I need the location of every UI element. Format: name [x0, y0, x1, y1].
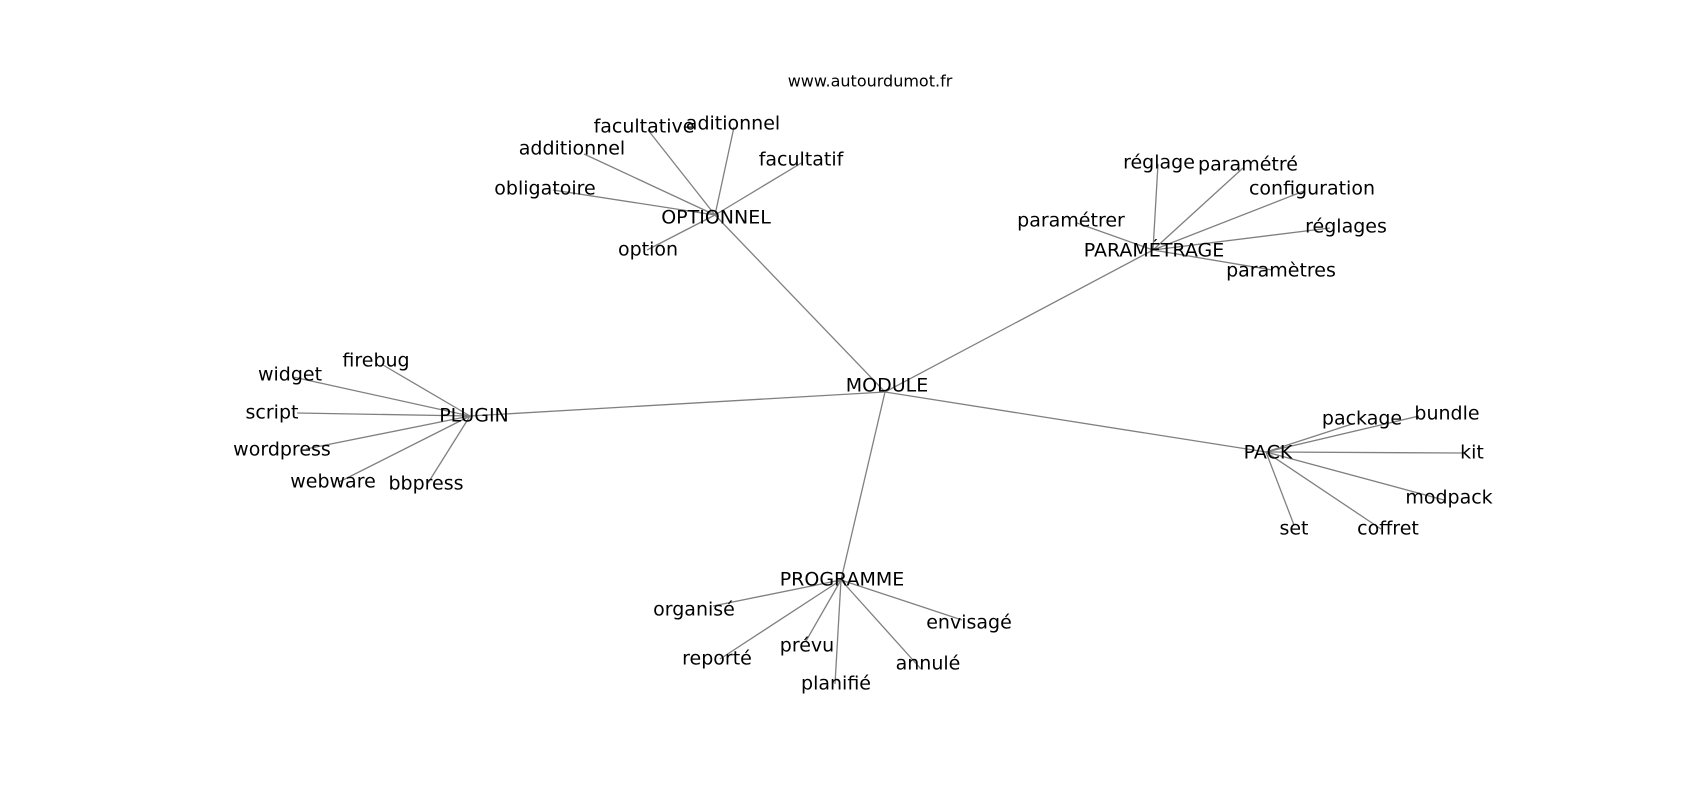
hub-node-label-programme: PROGRAMME: [780, 569, 905, 591]
edge-root-plugin: [469, 391, 886, 417]
leaf-node-label-programme-5: planifié: [801, 673, 871, 695]
leaf-node-label-programme-4: annulé: [896, 653, 961, 675]
edge-plugin-leaf-2: [296, 412, 471, 417]
edge-plugin-leaf-4: [338, 415, 471, 483]
edge-programme-leaf-2: [805, 579, 842, 642]
leaf-node-label-programme-1: envisagé: [926, 612, 1012, 634]
edge-pack-leaf-3: [1265, 451, 1445, 501]
edge-optionnel-leaf-0: [647, 129, 716, 216]
edge-root-pack: [884, 391, 1267, 453]
leaf-node-label-parametrage-1: paramétré: [1198, 154, 1298, 176]
leaf-node-label-pack-1: bundle: [1414, 403, 1479, 425]
leaf-node-label-optionnel-1: aditionnel: [686, 113, 780, 135]
edge-root-parametrage: [884, 249, 1154, 393]
leaf-node-label-plugin-3: wordpress: [233, 439, 331, 461]
edge-plugin-leaf-5: [427, 415, 471, 484]
leaf-node-label-pack-5: coffret: [1357, 518, 1419, 540]
edge-parametrage-leaf-1: [1152, 167, 1244, 251]
hub-node-label-pack: PACK: [1244, 442, 1293, 464]
root-node-label: MODULE: [846, 375, 928, 397]
leaf-node-label-parametrage-4: réglages: [1305, 216, 1387, 238]
edge-root-programme: [840, 391, 886, 581]
edges: [292, 126, 1464, 685]
hub-node-label-optionnel: OPTIONNEL: [661, 207, 771, 229]
edge-optionnel-leaf-5: [646, 214, 716, 251]
leaf-node-label-plugin-2: script: [246, 402, 299, 424]
leaf-node-label-pack-0: package: [1322, 408, 1402, 430]
edge-programme-leaf-3: [719, 579, 842, 660]
edge-parametrage-leaf-0: [1152, 163, 1159, 251]
edge-programme-leaf-1: [840, 579, 963, 621]
leaf-node-label-pack-4: set: [1279, 518, 1308, 540]
leaf-node-label-optionnel-2: additionnel: [519, 138, 625, 160]
leaf-node-label-optionnel-0: facultative: [594, 116, 695, 138]
leaf-node-label-programme-3: reporté: [682, 648, 752, 670]
edge-programme-leaf-5: [834, 579, 842, 685]
edge-parametrage-leaf-5: [1152, 249, 1273, 271]
leaf-node-label-plugin-4: webware: [290, 471, 376, 493]
hub-node-label-parametrage: PARAMÉTRAGE: [1084, 239, 1225, 262]
leaf-node-label-plugin-1: widget: [258, 364, 322, 386]
leaf-node-label-parametrage-0: réglage: [1123, 152, 1195, 174]
edge-programme-leaf-0: [712, 579, 842, 607]
edge-pack-leaf-5: [1265, 451, 1382, 530]
edge-plugin-leaf-0: [382, 364, 471, 417]
site-credit: www.autourdumot.fr: [788, 72, 953, 91]
edge-optionnel-leaf-4: [552, 189, 716, 216]
leaf-node-label-parametrage-2: configuration: [1249, 178, 1375, 200]
edge-plugin-leaf-3: [305, 415, 471, 450]
leaf-node-label-pack-2: kit: [1460, 442, 1484, 464]
edge-programme-leaf-4: [840, 579, 922, 670]
edge-optionnel-leaf-2: [583, 153, 716, 216]
leaf-node-label-plugin-5: bbpress: [388, 473, 463, 495]
edge-pack-leaf-2: [1265, 451, 1464, 454]
edge-plugin-leaf-1: [292, 376, 471, 417]
edge-root-optionnel: [714, 214, 886, 393]
leaf-node-label-programme-0: organisé: [653, 599, 735, 621]
edge-pack-leaf-1: [1265, 415, 1420, 453]
leaf-node-label-optionnel-4: obligatoire: [494, 178, 595, 200]
edge-parametrage-leaf-3: [1076, 222, 1154, 251]
edge-parametrage-leaf-4: [1152, 227, 1331, 251]
leaf-node-label-optionnel-5: option: [618, 239, 678, 261]
hub-node-label-plugin: PLUGIN: [439, 405, 509, 427]
leaf-node-label-parametrage-5: paramètres: [1226, 260, 1336, 282]
labels: www.autourdumot.fr MODULE OPTIONNEL facult…: [233, 72, 1493, 695]
edge-optionnel-leaf-3: [714, 161, 804, 216]
edge-parametrage-leaf-2: [1152, 190, 1305, 251]
edge-optionnel-leaf-1: [714, 126, 735, 216]
leaf-node-label-programme-2: prévu: [780, 635, 834, 657]
edge-pack-leaf-0: [1265, 423, 1353, 453]
leaf-node-label-plugin-0: firebug: [342, 350, 409, 372]
edge-pack-leaf-4: [1265, 451, 1295, 526]
leaf-node-label-parametrage-3: paramétrer: [1017, 210, 1125, 232]
leaf-node-label-optionnel-3: facultatif: [759, 149, 845, 171]
leaf-node-label-pack-3: modpack: [1405, 487, 1492, 509]
